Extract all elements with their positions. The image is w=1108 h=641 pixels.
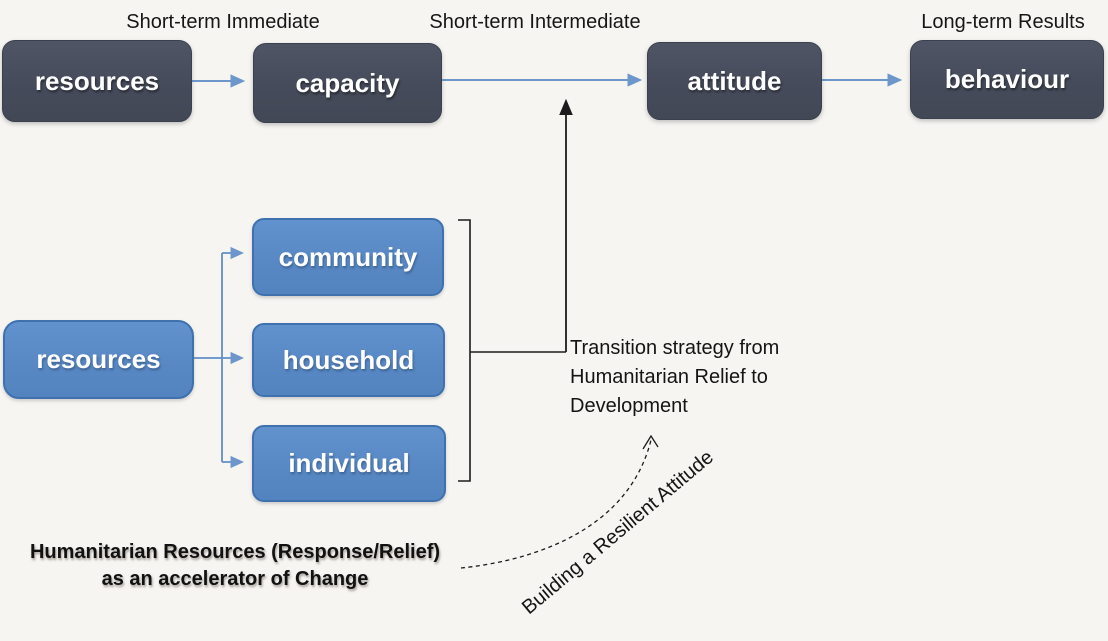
stage-label-short-term-immediate: Short-term Immediate — [126, 11, 320, 33]
stage-label-short-term-intermediate: Short-term Intermediate — [429, 11, 641, 33]
box-capacity: capacity — [253, 43, 442, 123]
accelerator-note-line2: as an accelerator of Change — [101, 568, 369, 590]
group-bracket-icon — [458, 219, 471, 482]
box-resources-dark: resources — [2, 40, 192, 122]
stage-label-long-term-results: Long-term Results — [921, 11, 1085, 33]
transition-note: Transition strategy from Humanitarian Re… — [570, 334, 820, 421]
box-resources-blue: resources — [3, 320, 194, 399]
transition-arrow-icon — [470, 98, 573, 353]
box-community: community — [252, 218, 444, 296]
accelerator-note-line1: Humanitarian Resources (Response/Relief) — [29, 541, 441, 563]
transition-note-line1: Transition strategy from — [570, 337, 780, 359]
box-behaviour: behaviour — [910, 40, 1104, 119]
transition-note-line2: Humanitarian Relief to — [570, 366, 768, 388]
dashed-curve-arrow-icon — [460, 434, 659, 569]
transition-note-line3: Development — [570, 395, 688, 417]
box-household: household — [252, 323, 445, 397]
branch-connector-icon — [190, 246, 245, 469]
box-individual: individual — [252, 425, 446, 502]
accelerator-note: Humanitarian Resources (Response/Relief)… — [15, 539, 455, 593]
curve-label: Building a Resilient Attitude — [518, 446, 718, 619]
box-attitude: attitude — [647, 42, 822, 120]
